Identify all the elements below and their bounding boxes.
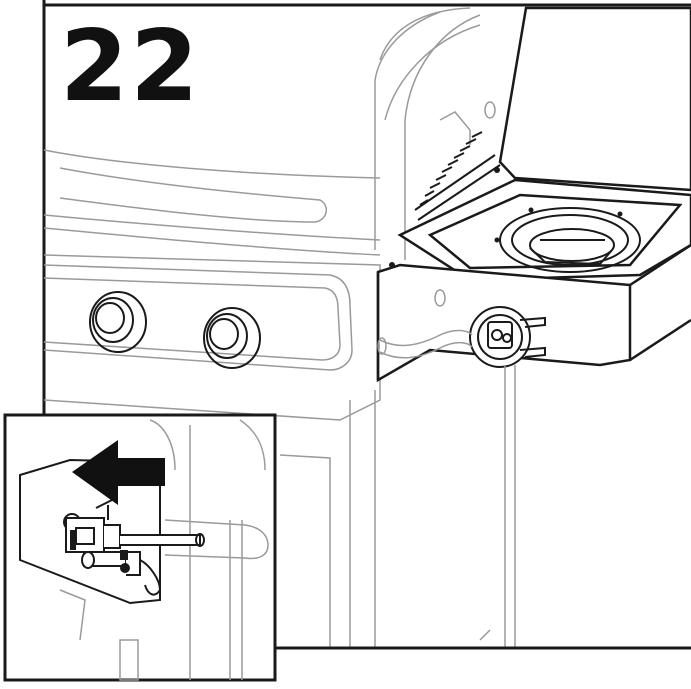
side-burner-bowl	[499, 207, 641, 273]
control-panel	[43, 254, 381, 421]
inset-detail	[3, 413, 277, 682]
side-burner-shelf	[376, 178, 691, 383]
grill-lid	[43, 7, 496, 260]
inset-background	[59, 419, 269, 681]
side-burner-lid	[498, 6, 691, 192]
side-burner-valve	[469, 306, 546, 368]
cart-legs	[279, 365, 516, 648]
gas-hose	[377, 289, 473, 359]
burner-knob-right	[203, 307, 261, 369]
lid-vents	[414, 131, 501, 221]
burner-knob-left	[89, 291, 147, 353]
inset-valve-shading	[70, 530, 130, 573]
inset-valve	[63, 499, 205, 596]
left-arrow-icon	[72, 440, 165, 505]
main-frame	[42, 0, 691, 415]
step-number: 22	[60, 10, 201, 124]
